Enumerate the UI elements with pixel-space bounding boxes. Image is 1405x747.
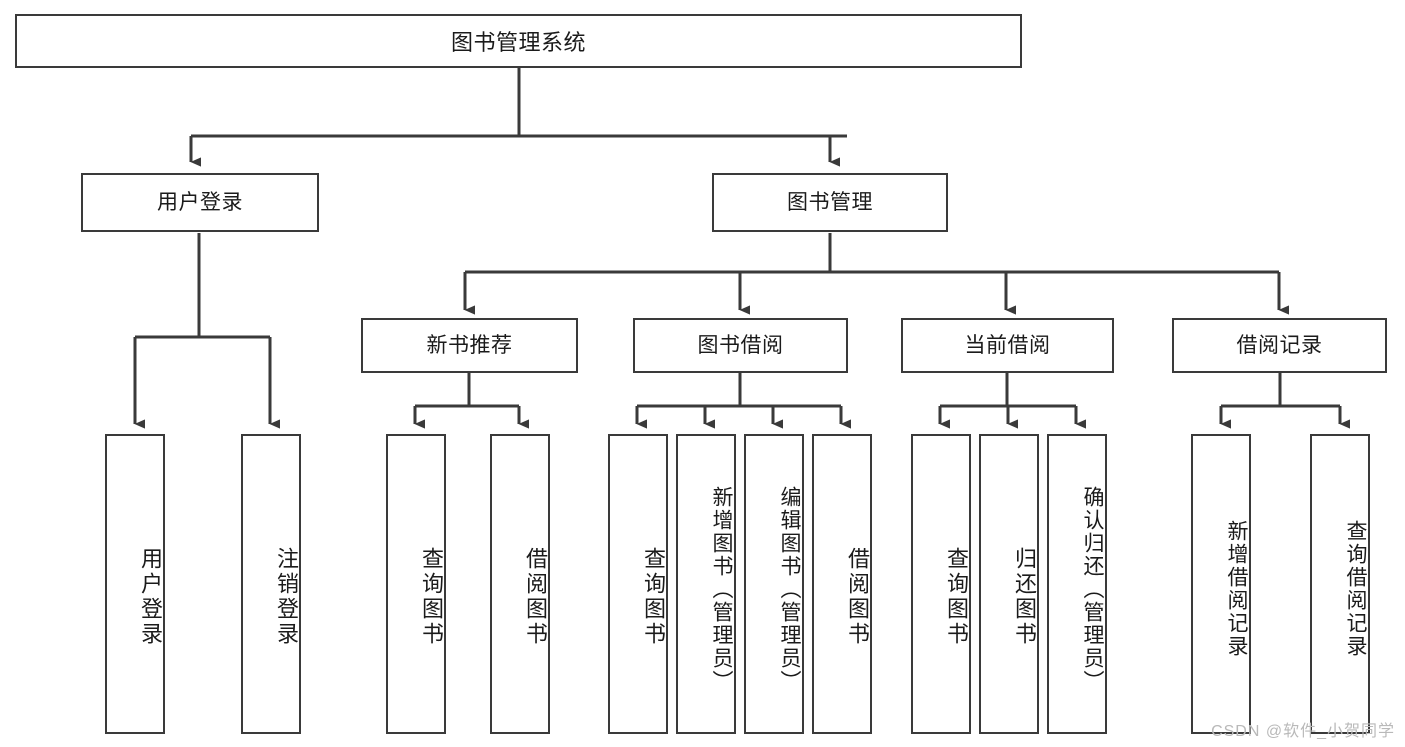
node-new-book-recommend[interactable]: 新书推荐 <box>361 318 578 373</box>
leaf-borrow-book-recommend[interactable]: 借阅图书 <box>490 434 550 734</box>
leaf-logout[interactable]: 注销登录 <box>241 434 301 734</box>
node-book-manage[interactable]: 图书管理 <box>712 173 948 232</box>
leaf-add-book-admin[interactable]: 新增图书（管理员） <box>676 434 736 734</box>
watermark-label: CSDN @软件_小贺同学 <box>1211 723 1395 740</box>
leaf-query-book-borrow[interactable]: 查询图书 <box>608 434 668 734</box>
node-root[interactable]: 图书管理系统 <box>15 14 1022 68</box>
leaf-edit-book-admin[interactable]: 编辑图书（管理员） <box>744 434 804 734</box>
leaf-confirm-return-admin[interactable]: 确认归还（管理员） <box>1047 434 1107 734</box>
leaf-add-borrow-record[interactable]: 新增借阅记录 <box>1191 434 1251 734</box>
leaf-query-borrow-record[interactable]: 查询借阅记录 <box>1310 434 1370 734</box>
leaf-borrow-book-borrow[interactable]: 借阅图书 <box>812 434 872 734</box>
node-user-login[interactable]: 用户登录 <box>81 173 319 232</box>
node-current-borrow[interactable]: 当前借阅 <box>901 318 1114 373</box>
leaf-user-login[interactable]: 用户登录 <box>105 434 165 734</box>
leaf-query-book-current[interactable]: 查询图书 <box>911 434 971 734</box>
node-borrow-record[interactable]: 借阅记录 <box>1172 318 1387 373</box>
leaf-return-book[interactable]: 归还图书 <box>979 434 1039 734</box>
node-book-borrow[interactable]: 图书借阅 <box>633 318 848 373</box>
leaf-query-book-recommend[interactable]: 查询图书 <box>386 434 446 734</box>
